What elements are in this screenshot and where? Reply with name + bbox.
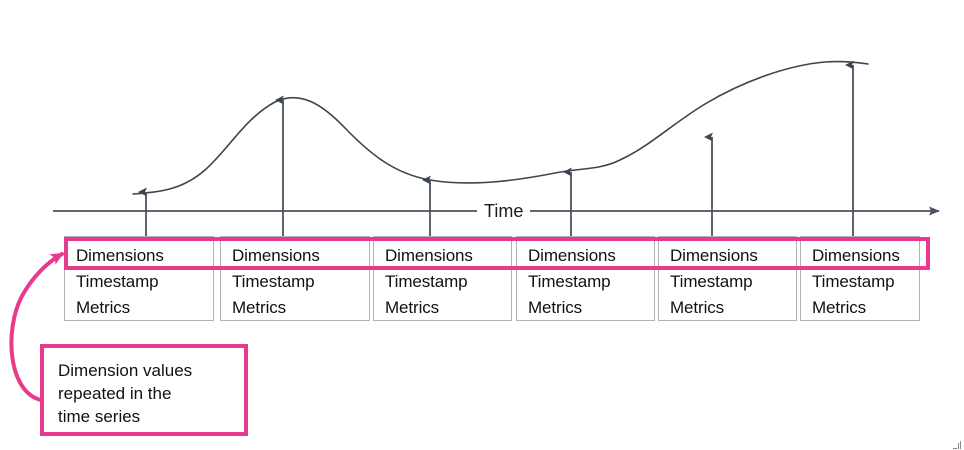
record-field-metrics: Metrics bbox=[232, 298, 287, 317]
record-field-dimensions: Dimensions bbox=[528, 246, 616, 265]
corner-mark-icon bbox=[953, 441, 961, 449]
callout-text: Dimension values repeated in the time se… bbox=[58, 359, 244, 428]
record-field-dimensions: Dimensions bbox=[385, 246, 473, 265]
record-field-metrics: Metrics bbox=[670, 298, 725, 317]
record-field-timestamp: Timestamp bbox=[385, 272, 468, 291]
callout-line-3: time series bbox=[58, 407, 141, 426]
sample-arrow-group bbox=[138, 60, 854, 236]
record-box[interactable]: Dimensions Timestamp Metrics bbox=[220, 236, 370, 321]
record-box[interactable]: Dimensions Timestamp Metrics bbox=[64, 236, 214, 321]
callout-box: Dimension values repeated in the time se… bbox=[40, 344, 248, 436]
record-field-timestamp: Timestamp bbox=[812, 272, 895, 291]
callout-connector-arrow bbox=[9, 252, 64, 402]
record-box[interactable]: Dimensions Timestamp Metrics bbox=[516, 236, 655, 321]
time-axis-label: Time bbox=[477, 201, 531, 221]
record-field-dimensions: Dimensions bbox=[670, 246, 758, 265]
record-field-metrics: Metrics bbox=[812, 298, 867, 317]
record-field-dimensions: Dimensions bbox=[812, 246, 900, 265]
record-field-metrics: Metrics bbox=[76, 298, 131, 317]
callout-line-2: repeated in the bbox=[58, 384, 172, 403]
record-field-metrics: Metrics bbox=[528, 298, 583, 317]
record-field-timestamp: Timestamp bbox=[232, 272, 315, 291]
record-box[interactable]: Dimensions Timestamp Metrics bbox=[800, 236, 920, 321]
callout-line-1: Dimension values bbox=[58, 361, 193, 380]
record-field-metrics: Metrics bbox=[385, 298, 440, 317]
record-field-timestamp: Timestamp bbox=[528, 272, 611, 291]
record-field-dimensions: Dimensions bbox=[232, 246, 320, 265]
record-field-timestamp: Timestamp bbox=[670, 272, 753, 291]
metric-curve bbox=[132, 60, 869, 195]
record-field-dimensions: Dimensions bbox=[76, 246, 164, 265]
record-field-timestamp: Timestamp bbox=[76, 272, 159, 291]
record-box[interactable]: Dimensions Timestamp Metrics bbox=[658, 236, 797, 321]
record-box[interactable]: Dimensions Timestamp Metrics bbox=[373, 236, 512, 321]
